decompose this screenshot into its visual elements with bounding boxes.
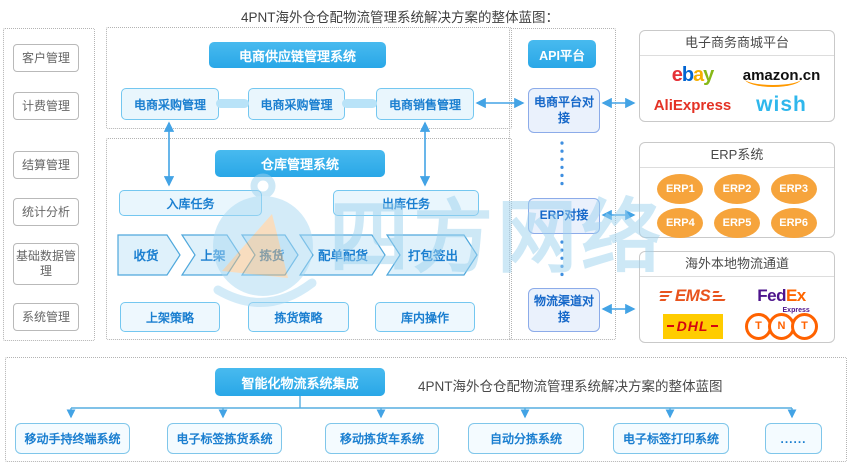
wms-header: 仓库管理系统 <box>215 150 385 177</box>
chevron-pack <box>385 234 478 276</box>
amazon-logo: amazon.cn <box>742 66 821 87</box>
ebay-logo: ebay <box>671 63 715 86</box>
shelving-strategy-box: 上架策略 <box>120 302 220 332</box>
integration-caption: 4PNT海外仓仓配物流管理系统解决方案的整体蓝图 <box>418 379 723 394</box>
erp-node-1: ERP1 <box>657 174 704 204</box>
aliexpress-logo: AliExpress <box>653 96 732 114</box>
ecom-purchase-module-1: 电商采购管理 <box>121 88 219 120</box>
sidebar-item-statistics: 统计分析 <box>13 198 79 226</box>
supply-chain-frame <box>106 27 512 129</box>
erp-node-3: ERP3 <box>770 174 817 204</box>
mobile-handheld-terminal-system-box: 移动手持终端系统 <box>15 423 130 454</box>
outbound-task-box: 出库任务 <box>333 190 479 216</box>
integration-header: 智能化物流系统集成 <box>215 368 385 396</box>
erp-node-4: ERP4 <box>657 208 704 238</box>
ems-logo: EMS <box>659 286 726 306</box>
panel-ecommerce-mall: 电子商务商城平台 ebay amazon.cn AliExpress wish <box>639 30 835 122</box>
chevron-allocate <box>298 234 386 276</box>
erp-node-6: ERP6 <box>770 208 817 238</box>
auto-sorting-system-box: 自动分拣系统 <box>468 423 584 454</box>
dhl-logo: DHL <box>662 313 723 339</box>
more-systems-box: ...... <box>765 423 822 454</box>
flow-step-label: 打包签出 <box>408 248 458 263</box>
sidebar-item-basic-data: 基础数据管理 <box>13 243 79 285</box>
erp-node-2: ERP2 <box>713 174 760 204</box>
panel-logistics-title: 海外本地物流通道 <box>640 252 834 277</box>
ecom-purchase-module-2: 电商采购管理 <box>248 88 345 120</box>
api-frame <box>509 28 616 340</box>
logistics-channel-connect-box: 物流渠道对接 <box>528 288 600 332</box>
supply-chain-header: 电商供应链管理系统 <box>209 42 386 68</box>
wms-frame <box>106 138 512 340</box>
mobile-picking-cart-system-box: 移动拣货车系统 <box>325 423 439 454</box>
api-platform-box: API平台 <box>528 40 596 68</box>
panel-erp: ERP系统 ERP1 ERP2 ERP3 ERP4 ERP5 ERP6 <box>639 142 835 238</box>
sidebar-item-customer: 客户管理 <box>13 44 79 72</box>
sidebar-item-settlement: 结算管理 <box>13 151 79 179</box>
integration-frame <box>5 357 847 462</box>
flow-step-label: 上架 <box>200 248 226 263</box>
chevron-receive <box>117 234 181 276</box>
warehouse-operation-box: 库内操作 <box>375 302 475 332</box>
flow-step-label: 配单配货 <box>318 248 369 263</box>
wish-logo: wish <box>756 93 807 116</box>
ecom-platform-connect-box: 电商平台对接 <box>528 88 600 133</box>
sidebar-item-system: 系统管理 <box>13 303 79 331</box>
erp-connect-box: ERP对接 <box>528 198 600 234</box>
panel-ecommerce-title: 电子商务商城平台 <box>640 31 834 56</box>
flow-step-label: 收货 <box>133 248 159 263</box>
picking-strategy-box: 拣货策略 <box>248 302 349 332</box>
sidebar-frame <box>3 28 95 341</box>
process-flow: 收货 上架 拣货 配单配货 打包签出 <box>117 234 478 276</box>
erp-node-5: ERP5 <box>713 208 760 238</box>
electronic-tag-picking-system-box: 电子标签拣货系统 <box>167 423 282 454</box>
sidebar-item-billing: 计费管理 <box>13 92 79 120</box>
flow-step-label: 拣货 <box>259 248 285 263</box>
page-title: 4PNT海外仓仓配物流管理系统解决方案的整体蓝图： <box>240 10 559 25</box>
electronic-tag-printing-system-box: 电子标签打印系统 <box>613 423 729 454</box>
ecom-sales-module: 电商销售管理 <box>376 88 474 120</box>
inbound-task-box: 入库任务 <box>119 190 262 216</box>
panel-erp-title: ERP系统 <box>640 143 834 168</box>
